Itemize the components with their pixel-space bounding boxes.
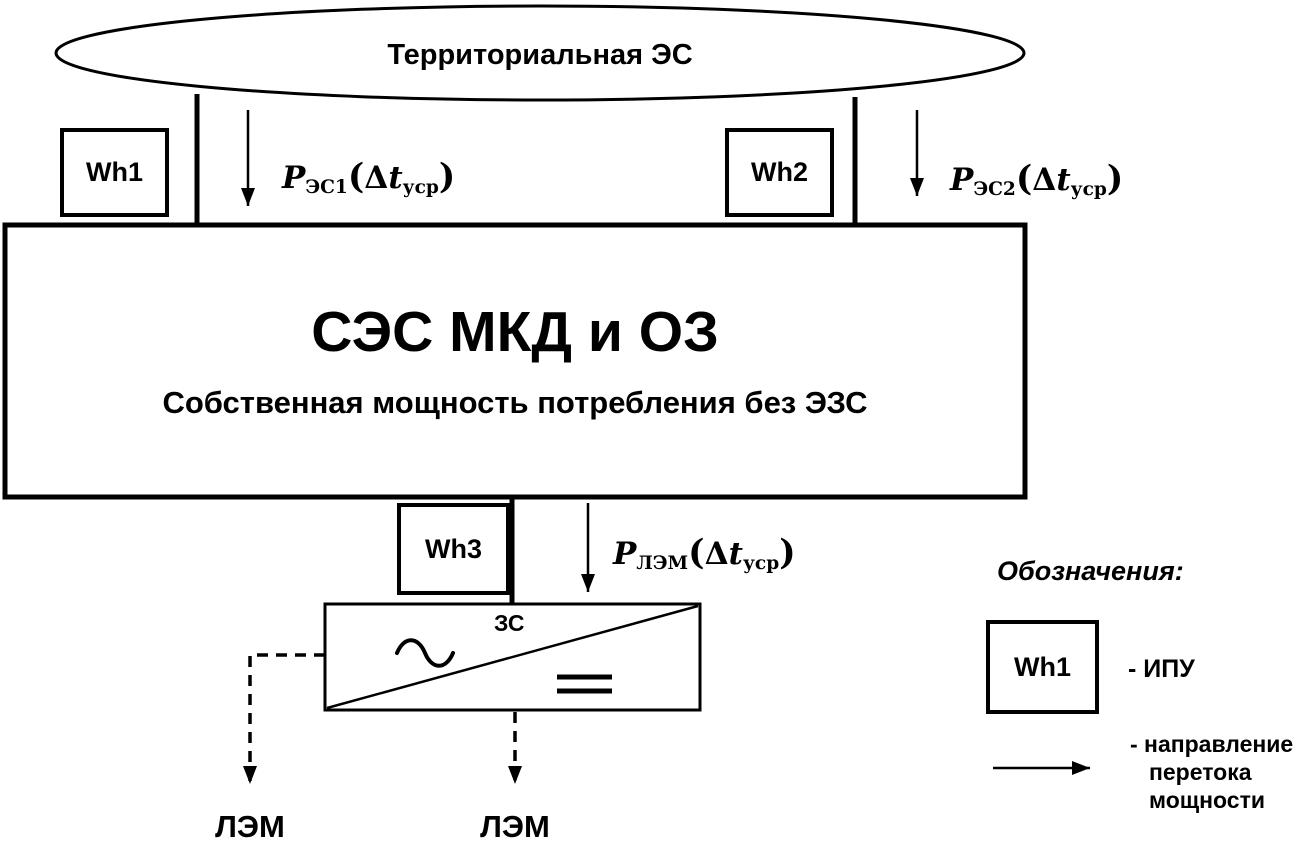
legend-meter-desc: - ИПУ [1128, 655, 1195, 683]
flow-label-es1: PЭС1(Δtуср) [282, 156, 456, 199]
meter-wh3-label: Wh3 [425, 533, 482, 564]
legend-arrow-desc-line1: - направление [1130, 731, 1294, 757]
meter-wh2-rect [725, 128, 834, 217]
meter-wh1-rect [60, 128, 169, 217]
flow-lem-lparen: ( [688, 532, 705, 573]
flow-lem-t: t [728, 536, 743, 572]
flow-es2-t: t [1056, 162, 1071, 198]
main-block-rect [2, 222, 1028, 500]
output-lem-left-label: ЛЭМ [215, 809, 285, 844]
main-block-subtitle: Собственная мощность потребления без ЭЗС [162, 385, 868, 421]
meter-wh1-label: Wh1 [86, 157, 143, 187]
legend-arrow-desc-line3: мощности [1149, 787, 1265, 813]
flow-lem-symbol: P [613, 536, 637, 572]
flow-lem-subscript: ЛЭМ [636, 553, 689, 575]
meter-wh2-label: Wh2 [751, 157, 808, 187]
flow-es1-subscript: ЭС1 [305, 177, 348, 199]
territorial-grid-ellipse [54, 4, 1026, 102]
flow-es2-rparen: ) [1106, 158, 1124, 199]
legend-meter-label: Wh1 [1014, 651, 1071, 682]
flow-lem-t-subscript: уср [742, 553, 780, 575]
flow-es1-lparen: ( [347, 156, 365, 197]
ac-sine-icon [395, 638, 455, 668]
main-block-title: СЭС МКД и ОЗ [311, 299, 719, 364]
charging-station-label: ЗС [494, 610, 525, 636]
output-lem-bottom-label: ЛЭМ [480, 809, 550, 844]
flow-es1-rparen: ) [438, 156, 456, 197]
flow-es2-subscript: ЭС2 [973, 179, 1016, 201]
flow-es1-symbol: P [282, 160, 306, 196]
flow-es1-t: t [388, 160, 403, 196]
output-dashed-left [243, 653, 325, 784]
flow-label-es2: PЭС2(Δtуср) [950, 158, 1124, 201]
flow-es2-t-subscript: уср [1070, 179, 1107, 201]
meter-wh3-rect [397, 503, 510, 595]
main-block-text: СЭС МКД и ОЗ Собственная мощность потреб… [5, 225, 1025, 497]
flow-lem-delta: Δ [704, 536, 729, 572]
legend-meter-rect [986, 620, 1099, 714]
legend-title: Обозначения: [997, 556, 1184, 586]
flow-es2-symbol: P [950, 162, 974, 198]
legend-arrow-desc-line2: перетока [1149, 759, 1252, 785]
territorial-grid-label: Территориальная ЭС [387, 38, 693, 71]
flow-label-lem: PЛЭМ(Δtуср) [613, 532, 796, 575]
flow-es1-delta: Δ [364, 160, 389, 196]
converter-diagonal [326, 604, 699, 710]
flow-es2-lparen: ( [1015, 158, 1033, 199]
flow-es1-t-subscript: уср [402, 177, 439, 199]
legend-arrow-desc: - направление перетока мощности [1130, 730, 1293, 814]
flow-lem-rparen: ) [779, 532, 796, 573]
flow-es2-delta: Δ [1032, 162, 1057, 198]
